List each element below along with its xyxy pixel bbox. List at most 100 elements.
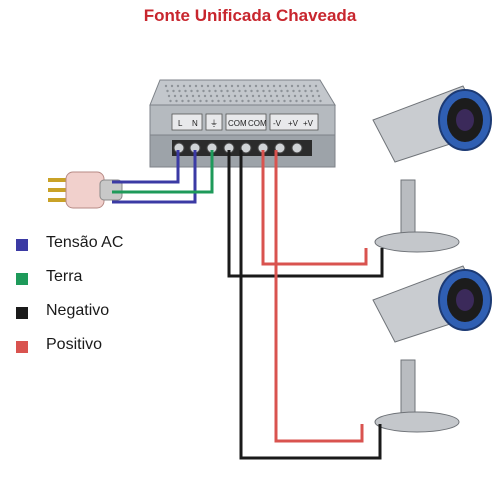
vent-hole (269, 94, 273, 98)
vent-hole (236, 84, 240, 88)
legend-label-negativo: Negativo (46, 302, 110, 319)
legend-label-positivo: Positivo (46, 336, 103, 353)
vent-hole (302, 84, 306, 88)
page-title: Fonte Unificada Chaveada (143, 6, 357, 25)
vent-hole (304, 89, 307, 93)
legend-swatch-negativo (16, 307, 28, 319)
vent-hole (268, 89, 271, 93)
vent-hole (235, 99, 238, 103)
vent-hole (214, 89, 217, 93)
wire-negativo-camera-2 (239, 150, 382, 460)
wire-positivo-camera-1 (261, 150, 368, 266)
vent-hole (244, 89, 247, 93)
vent-hole (223, 99, 226, 103)
vent-hole (172, 89, 175, 93)
vent-hole (238, 89, 241, 93)
vent-hole (218, 84, 222, 88)
vent-hole (283, 99, 286, 103)
vent-hole (221, 94, 225, 98)
vent-hole (196, 89, 199, 93)
vent-hole (217, 99, 220, 103)
vent-hole (262, 89, 265, 93)
vent-hole (265, 99, 268, 103)
vent-hole (296, 84, 300, 88)
vent-hole (242, 84, 246, 88)
vent-hole (313, 99, 316, 103)
vent-hole (284, 84, 288, 88)
legend-swatch-terra (16, 273, 28, 285)
vent-hole (289, 99, 292, 103)
vent-hole (185, 94, 189, 98)
vent-hole (239, 94, 243, 98)
terminal-label-com-1: COM (228, 119, 247, 128)
vent-hole (208, 89, 211, 93)
vent-hole (271, 99, 274, 103)
vent-hole (175, 99, 178, 103)
camera-icon (372, 85, 492, 253)
vent-hole (164, 84, 168, 88)
vent-hole (299, 94, 303, 98)
vent-hole (181, 99, 184, 103)
vent-hole (212, 84, 216, 88)
wire-tensao-ac-1 (112, 150, 180, 184)
vent-hole (274, 89, 277, 93)
terminal-label-plus-v-2: +V (303, 119, 314, 128)
vent-hole (307, 99, 310, 103)
vent-hole (194, 84, 198, 88)
legend-swatch-positivo (16, 341, 28, 353)
legend-label-tensao-ac: Tensão AC (46, 234, 124, 251)
vent-hole (260, 84, 264, 88)
vent-hole (200, 84, 204, 88)
vent-hole (308, 84, 312, 88)
vent-hole (169, 99, 172, 103)
vent-hole (311, 94, 315, 98)
vent-hole (188, 84, 192, 88)
vent-hole (190, 89, 193, 93)
vent-hole (319, 99, 322, 103)
vent-hole (286, 89, 289, 93)
terminal-label-n: N (192, 119, 198, 128)
vent-hole (298, 89, 301, 93)
wire-terra (112, 150, 214, 194)
wire-tensao-ac-2 (112, 150, 197, 204)
legend-swatch-tensao-ac (16, 239, 28, 251)
vent-hole (178, 89, 181, 93)
vent-hole (275, 94, 279, 98)
vent-hole (197, 94, 201, 98)
vent-hole (170, 84, 174, 88)
vent-hole (191, 94, 195, 98)
vent-hole (277, 99, 280, 103)
terminal-label-minus-v: -V (273, 119, 282, 128)
vent-hole (167, 94, 171, 98)
vent-hole (247, 99, 250, 103)
vent-hole (301, 99, 304, 103)
terminal-screws (172, 140, 312, 156)
vent-hole (229, 99, 232, 103)
vent-hole (305, 94, 309, 98)
vent-hole (230, 84, 234, 88)
vent-hole (254, 84, 258, 88)
vent-hole (227, 94, 231, 98)
vent-hole (317, 94, 321, 98)
vent-hole (206, 84, 210, 88)
terminal-label-plus-v-1: +V (288, 119, 299, 128)
terminal-label-l: L (178, 119, 183, 128)
vent-hole (215, 94, 219, 98)
vent-hole (263, 94, 267, 98)
vent-hole (272, 84, 276, 88)
legend-label-terra: Terra (46, 268, 83, 285)
vent-hole (203, 94, 207, 98)
vent-hole (253, 99, 256, 103)
vent-hole (199, 99, 202, 103)
wire-negativo-camera-1 (227, 150, 384, 278)
vent-hole (226, 89, 229, 93)
vent-hole (233, 94, 237, 98)
vent-hole (310, 89, 313, 93)
vent-hole (280, 89, 283, 93)
vent-hole (209, 94, 213, 98)
vent-hole (176, 84, 180, 88)
vent-hole (166, 89, 169, 93)
vent-hole (205, 99, 208, 103)
vent-hole (259, 99, 262, 103)
